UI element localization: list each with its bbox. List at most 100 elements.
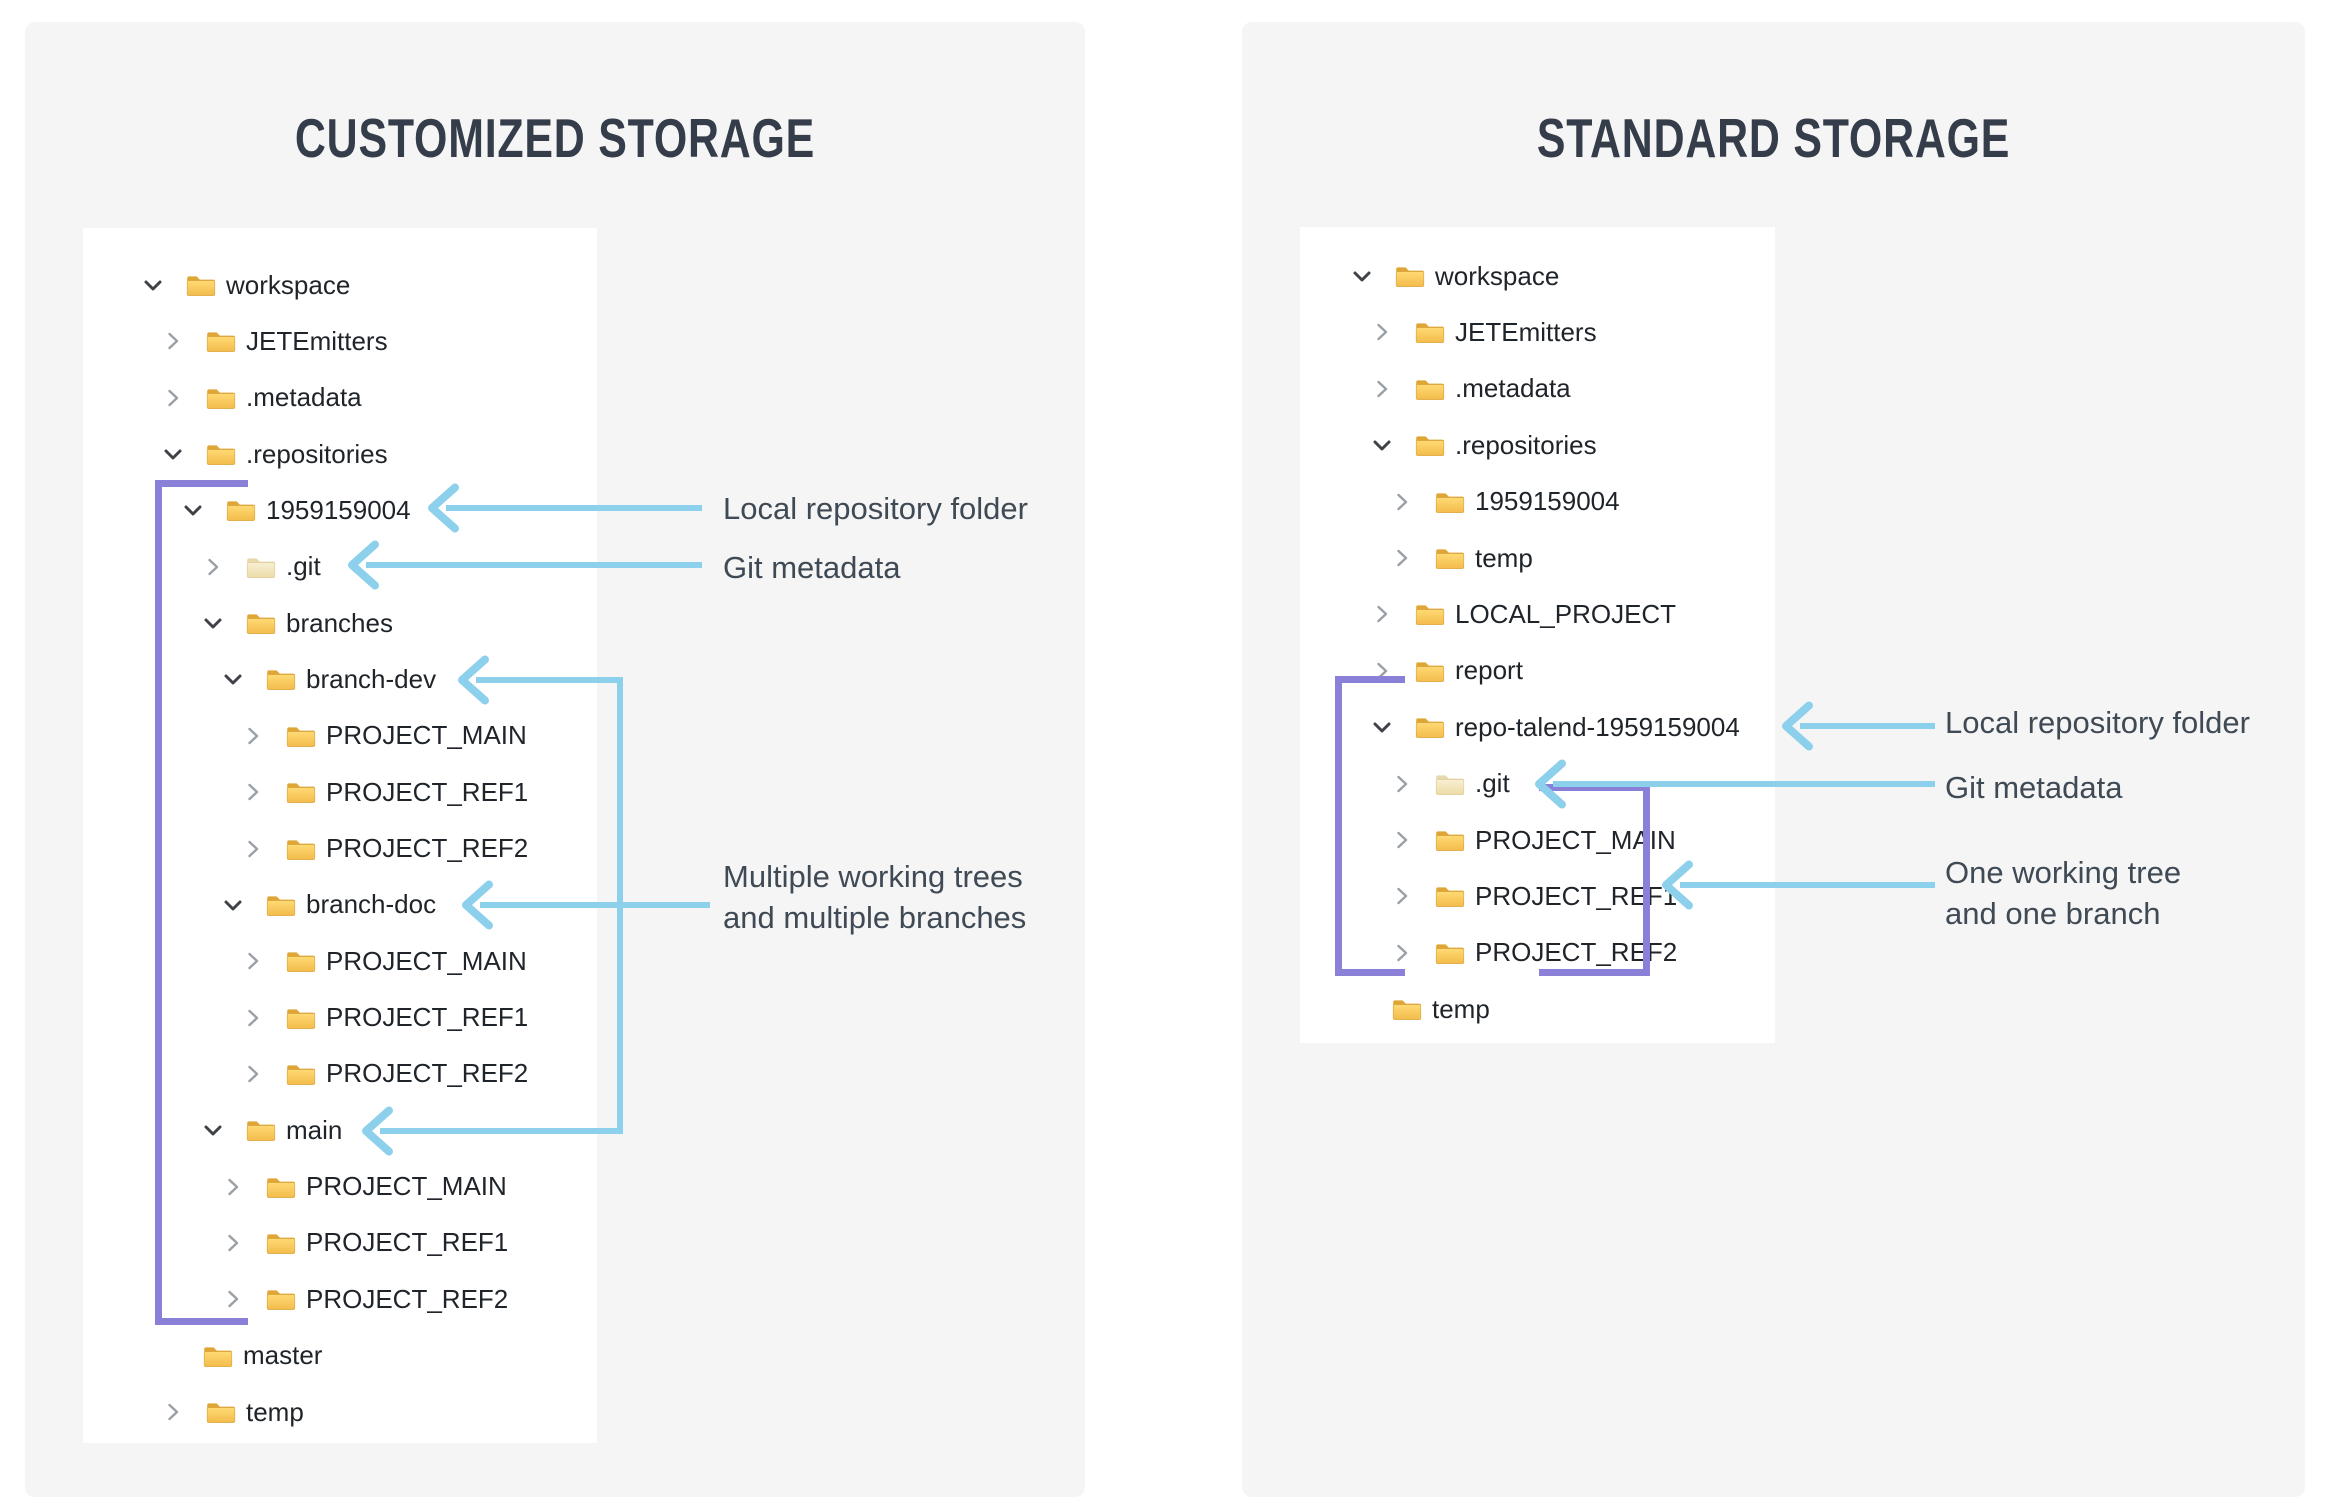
folder-label: branches bbox=[286, 607, 393, 638]
chevron-down-icon[interactable] bbox=[141, 273, 165, 297]
folder-label: PROJECT_REF1 bbox=[306, 1227, 509, 1258]
tree-row-project_ref2[interactable]: PROJECT_REF2 bbox=[221, 1271, 508, 1327]
folder-label: temp bbox=[246, 1396, 304, 1427]
chevron-down-icon[interactable] bbox=[1350, 264, 1374, 288]
chevron-right-icon[interactable] bbox=[241, 949, 265, 973]
tree-row-1959159004[interactable]: 1959159004 bbox=[181, 482, 411, 538]
tree-row-jetemitters[interactable]: JETEmitters bbox=[1370, 304, 1597, 360]
chevron-right-icon[interactable] bbox=[1390, 546, 1414, 570]
tree-row-project_main[interactable]: PROJECT_MAIN bbox=[221, 1159, 507, 1215]
folder-icon bbox=[1415, 658, 1445, 684]
folder-icon bbox=[286, 723, 316, 749]
tree-row-temp[interactable]: temp bbox=[1392, 981, 1490, 1037]
folder-icon bbox=[206, 1399, 236, 1425]
tree-row-branch-doc[interactable]: branch-doc bbox=[221, 877, 436, 933]
folder-label: PROJECT_REF2 bbox=[306, 1283, 509, 1314]
local-repository-bracket bbox=[1335, 676, 1405, 976]
folder-icon bbox=[1395, 263, 1425, 289]
tree-row-.repositories[interactable]: .repositories bbox=[161, 426, 388, 482]
folder-icon bbox=[206, 441, 236, 467]
tree-row-project_ref2[interactable]: PROJECT_REF2 bbox=[241, 821, 528, 877]
chevron-right-icon[interactable] bbox=[241, 1006, 265, 1030]
chevron-down-icon[interactable] bbox=[1370, 433, 1394, 457]
annotation-git-metadata: Git metadata bbox=[723, 550, 901, 585]
tree-row-temp[interactable]: temp bbox=[161, 1384, 304, 1440]
tree-row-.metadata[interactable]: .metadata bbox=[161, 370, 362, 426]
chevron-right-icon[interactable] bbox=[1370, 602, 1394, 626]
folder-label: LOCAL_PROJECT bbox=[1455, 598, 1677, 629]
folder-label: report bbox=[1455, 655, 1523, 686]
tree-row-master[interactable]: master bbox=[203, 1328, 322, 1384]
chevron-right-icon[interactable] bbox=[221, 1175, 245, 1199]
chevron-right-icon[interactable] bbox=[161, 386, 185, 410]
folder-icon bbox=[1435, 827, 1465, 853]
tree-row-.metadata[interactable]: .metadata bbox=[1370, 361, 1571, 417]
tree-row-project_main[interactable]: PROJECT_MAIN bbox=[241, 933, 527, 989]
chevron-right-icon[interactable] bbox=[1390, 941, 1414, 965]
chevron-right-icon[interactable] bbox=[1370, 659, 1394, 683]
chevron-right-icon[interactable] bbox=[1370, 377, 1394, 401]
tree-row-local_project[interactable]: LOCAL_PROJECT bbox=[1370, 586, 1676, 642]
tree-row-project_ref1[interactable]: PROJECT_REF1 bbox=[241, 764, 528, 820]
chevron-right-icon[interactable] bbox=[161, 329, 185, 353]
tree-row-.git[interactable]: .git bbox=[1390, 756, 1510, 812]
folder-icon bbox=[1415, 714, 1445, 740]
tree-row-main[interactable]: main bbox=[201, 1102, 342, 1158]
folder-pale-icon bbox=[1435, 771, 1465, 797]
chevron-right-icon[interactable] bbox=[221, 1287, 245, 1311]
annotation-local-repository-folder: Local repository folder bbox=[723, 491, 1028, 526]
tree-row-1959159004[interactable]: 1959159004 bbox=[1390, 474, 1620, 530]
folder-icon bbox=[246, 610, 276, 636]
chevron-right-icon[interactable] bbox=[1370, 320, 1394, 344]
chevron-right-icon[interactable] bbox=[161, 1400, 185, 1424]
folder-icon bbox=[286, 1061, 316, 1087]
folder-icon bbox=[1435, 489, 1465, 515]
folder-icon bbox=[1415, 601, 1445, 627]
chevron-down-icon[interactable] bbox=[1370, 715, 1394, 739]
tree-row-project_ref2[interactable]: PROJECT_REF2 bbox=[241, 1046, 528, 1102]
chevron-right-icon[interactable] bbox=[1390, 772, 1414, 796]
tree-row-workspace[interactable]: workspace bbox=[141, 257, 350, 313]
chevron-down-icon[interactable] bbox=[181, 498, 205, 522]
folder-icon bbox=[206, 328, 236, 354]
folder-icon bbox=[206, 385, 236, 411]
annotation-one-working-tree: One working tree and one branch bbox=[1945, 855, 2182, 931]
working-tree-bracket bbox=[1539, 784, 1650, 976]
tree-row-repo-talend-1959159004[interactable]: repo-talend-1959159004 bbox=[1370, 699, 1740, 755]
tree-row-project_main[interactable]: PROJECT_MAIN bbox=[241, 708, 527, 764]
tree-row-project_ref1[interactable]: PROJECT_REF1 bbox=[241, 990, 528, 1046]
folder-icon bbox=[203, 1343, 233, 1369]
standard-storage-title: STANDARD STORAGE bbox=[1536, 107, 2011, 169]
tree-row-report[interactable]: report bbox=[1370, 643, 1523, 699]
tree-row-branch-dev[interactable]: branch-dev bbox=[221, 651, 436, 707]
folder-label: .metadata bbox=[1455, 373, 1571, 404]
folder-icon bbox=[246, 1117, 276, 1143]
chevron-right-icon[interactable] bbox=[1390, 884, 1414, 908]
chevron-right-icon[interactable] bbox=[221, 1231, 245, 1255]
folder-label: PROJECT_REF1 bbox=[326, 1002, 529, 1033]
chevron-right-icon[interactable] bbox=[201, 555, 225, 579]
chevron-down-icon[interactable] bbox=[161, 442, 185, 466]
tree-row-temp[interactable]: temp bbox=[1390, 530, 1533, 586]
chevron-down-icon[interactable] bbox=[221, 667, 245, 691]
chevron-right-icon[interactable] bbox=[241, 1062, 265, 1086]
chevron-down-icon[interactable] bbox=[201, 611, 225, 635]
annotation-local-repository-folder: Local repository folder bbox=[1945, 705, 2250, 740]
tree-row-.repositories[interactable]: .repositories bbox=[1370, 417, 1597, 473]
tree-row-project_ref1[interactable]: PROJECT_REF1 bbox=[221, 1215, 508, 1271]
tree-row-branches[interactable]: branches bbox=[201, 595, 393, 651]
tree-row-workspace[interactable]: workspace bbox=[1350, 248, 1559, 304]
chevron-right-icon[interactable] bbox=[1390, 490, 1414, 514]
folder-label: main bbox=[286, 1114, 343, 1145]
annotation-multiple-working-trees: Multiple working trees and multiple bran… bbox=[723, 859, 1027, 935]
folder-label: temp bbox=[1475, 542, 1533, 573]
chevron-right-icon[interactable] bbox=[1390, 828, 1414, 852]
chevron-right-icon[interactable] bbox=[241, 780, 265, 804]
chevron-down-icon[interactable] bbox=[221, 893, 245, 917]
tree-row-jetemitters[interactable]: JETEmitters bbox=[161, 313, 388, 369]
tree-row-project_main[interactable]: PROJECT_MAIN bbox=[1390, 812, 1676, 868]
chevron-right-icon[interactable] bbox=[241, 724, 265, 748]
chevron-down-icon[interactable] bbox=[201, 1118, 225, 1142]
tree-row-.git[interactable]: .git bbox=[201, 539, 321, 595]
chevron-right-icon[interactable] bbox=[241, 837, 265, 861]
